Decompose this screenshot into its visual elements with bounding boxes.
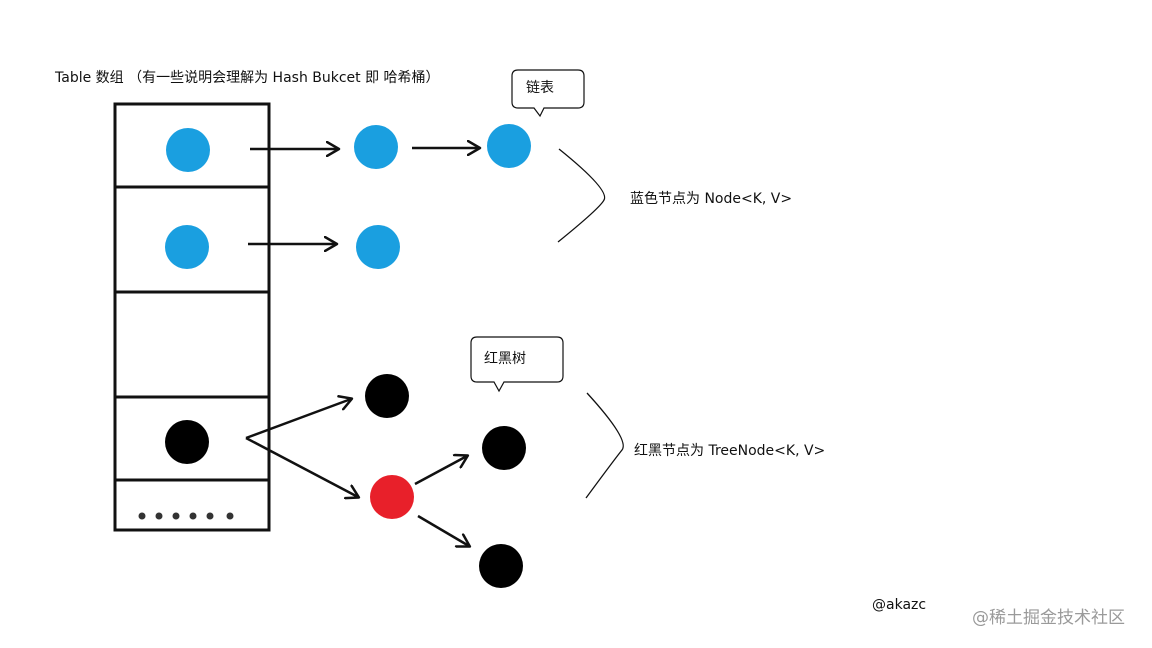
red-black-tree-callout: 红黑树 (484, 351, 526, 367)
group-brace (585, 392, 624, 499)
callout-bubble (511, 69, 585, 118)
list-node (354, 125, 398, 169)
tree-node-black (482, 426, 526, 470)
table-title: Table 数组 （有一些说明会理解为 Hash Bukcet 即 哈希桶） (55, 70, 440, 86)
tree-arrow (417, 514, 469, 546)
blue-node-label: 蓝色节点为 Node<K, V> (630, 191, 793, 207)
table-array (113, 102, 271, 532)
ellipsis-dots (138, 512, 234, 520)
group-brace (557, 148, 606, 243)
bucket-node (165, 225, 209, 269)
linked-list-callout: 链表 (526, 80, 554, 96)
author-signature: @akazc (872, 597, 927, 613)
tree-arrow (245, 436, 358, 497)
tree-arrow (245, 399, 351, 440)
tree-node-black (479, 544, 523, 588)
tree-arrow (414, 456, 467, 486)
watermark: @稀土掘金技术社区 (972, 608, 1125, 628)
bucket-node (166, 128, 210, 172)
tree-root-bucket-node (165, 420, 209, 464)
tree-node-red (370, 475, 414, 519)
tree-node-black (365, 374, 409, 418)
list-node (487, 124, 531, 168)
tree-node-label: 红黑节点为 TreeNode<K, V> (634, 443, 826, 459)
list-node (356, 225, 400, 269)
callout-bubble (470, 336, 564, 393)
